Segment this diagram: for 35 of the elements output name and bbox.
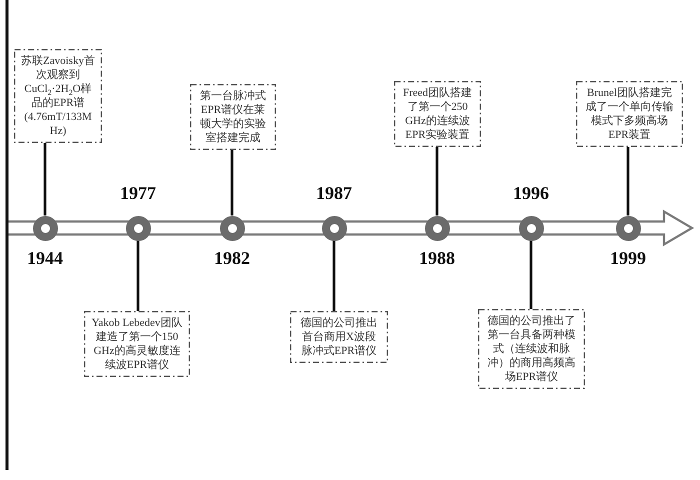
event-text: Freed团队搭建了第一个250 GHz的连续波EPR实验装置 (402, 86, 474, 142)
event-box (478, 309, 585, 389)
connector-line (626, 147, 630, 216)
event-text: 苏联Zavoisky首次观察到CuCl$_{2}$·2H$_{2}$O样品的EPR谱(4.76mT/133MHz) (21, 54, 95, 138)
event-box (394, 81, 481, 147)
year-label: 1977 (120, 182, 156, 204)
event-box (576, 81, 683, 147)
connector-line (44, 143, 46, 216)
year-label: 1988 (419, 247, 455, 269)
year-label: 1987 (316, 182, 352, 204)
event-box (190, 84, 276, 150)
event-box (14, 49, 102, 143)
event-text: Yakob Lebedev团队建造了第一个150 GHz的高灵敏度连续波EPR谱仪 (91, 316, 183, 372)
timeline-ring (518, 216, 544, 240)
timeline-ring (220, 216, 244, 240)
connector-line (530, 240, 532, 309)
timeline-ring (424, 216, 450, 240)
year-label: 1996 (513, 182, 549, 204)
event-text: 德国的公司推出首台商用X波段脉冲式EPR谱仪 (300, 316, 378, 358)
year-label: 1982 (214, 247, 250, 269)
timeline-ring (322, 216, 346, 240)
timeline-ring (126, 216, 150, 240)
connector-line (136, 240, 140, 311)
connector-line (230, 150, 234, 216)
year-label: 1999 (610, 247, 646, 269)
connector-line (436, 147, 438, 216)
year-label: 1944 (27, 247, 63, 269)
connector-line (332, 240, 336, 311)
event-text: 德国的公司推出了第一台具备两种模式（连续波和脉冲）的商用高频高场EPR谱仪 (486, 314, 576, 384)
timeline-ring (32, 216, 58, 240)
event-text: Brunel团队搭建完成了一个单向传输模式下多频高场EPR装置 (584, 86, 674, 142)
event-box (290, 311, 388, 363)
event-box (84, 311, 190, 377)
timeline-ring (616, 216, 640, 240)
event-text: 第一台脉冲式EPR谱仪在莱顿大学的实验室搭建完成 (199, 89, 267, 145)
